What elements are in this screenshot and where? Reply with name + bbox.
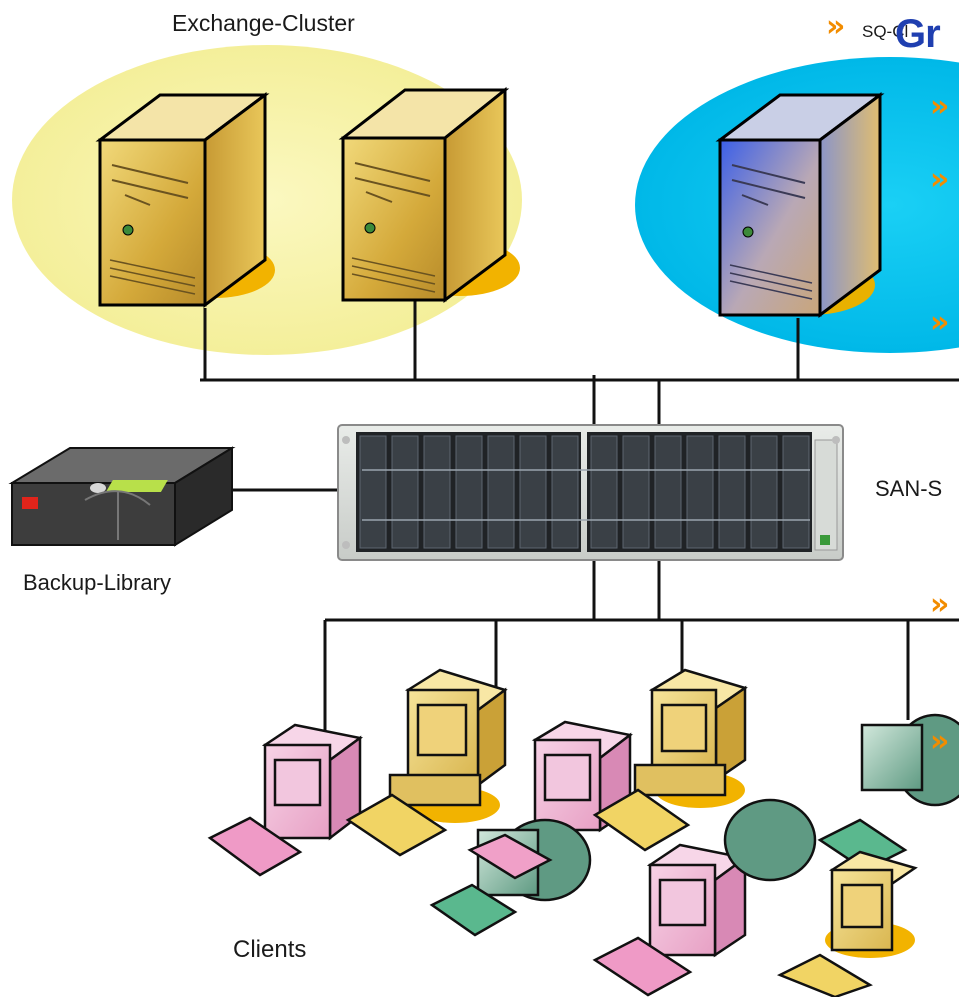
san-storage-label: SAN-S bbox=[875, 476, 943, 501]
clients-label: Clients bbox=[233, 936, 307, 963]
bullet-chevron-icon: » bbox=[930, 162, 950, 197]
sql-server bbox=[715, 92, 885, 318]
san-storage-array bbox=[337, 424, 844, 561]
network-cables bbox=[200, 300, 959, 730]
exchange-server-2 bbox=[338, 86, 520, 303]
backup-library-device bbox=[8, 446, 236, 547]
bullet-chevron-icon: » bbox=[930, 724, 950, 759]
bullet-chevron-icon: » bbox=[930, 89, 950, 124]
exchange-server-1 bbox=[95, 92, 275, 308]
sql-cluster-label: SQ-Cl bbox=[862, 22, 909, 41]
backup-library-label: Backup-Library bbox=[23, 570, 171, 595]
exchange-cluster-label: Exchange-Cluster bbox=[172, 10, 355, 36]
slide-title: Gr bbox=[895, 12, 941, 56]
bullet-chevron-icon: » bbox=[930, 305, 950, 340]
bullet-chevron-icon: » bbox=[930, 587, 950, 622]
client-computers bbox=[207, 668, 959, 999]
bullet-chevron-icon: » bbox=[826, 9, 846, 44]
